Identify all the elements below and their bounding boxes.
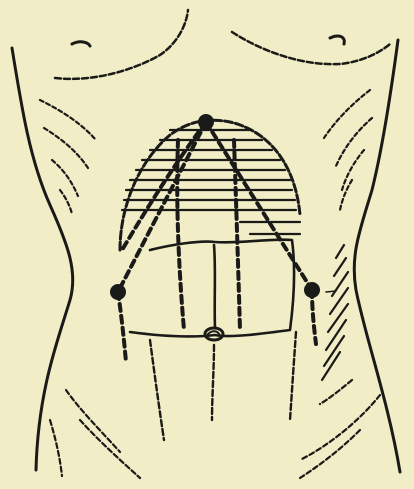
left-lateral-point-marker [304,282,320,298]
right-lateral-point-marker [110,284,126,300]
right-pectoral-line [232,32,390,64]
left-inguinal-hatching [50,390,140,478]
left-pectoral-line [55,10,188,79]
left-nipple [72,42,90,46]
right-nipple [330,36,344,44]
right-torso-outline [354,40,400,472]
right-inguinal-hatching [300,380,380,478]
line-xiphoid-to-right-point [118,122,206,292]
linea-alba [214,245,215,328]
lower-mid-contour [212,345,214,420]
lower-left-contour [150,340,164,440]
line-xiphoid-to-left-point [206,122,312,290]
rectus-outline [130,240,294,337]
line-left-point-down [312,290,316,344]
xiphoid-point-marker [198,114,214,130]
right-rib-hatching [324,90,372,210]
oblique-hatching [322,245,348,380]
left-rib-hatching [40,100,96,214]
lower-right-contour [290,332,296,420]
small-tick-mark [326,291,336,292]
line-right-point-down [118,292,126,362]
left-torso-outline [12,48,73,470]
